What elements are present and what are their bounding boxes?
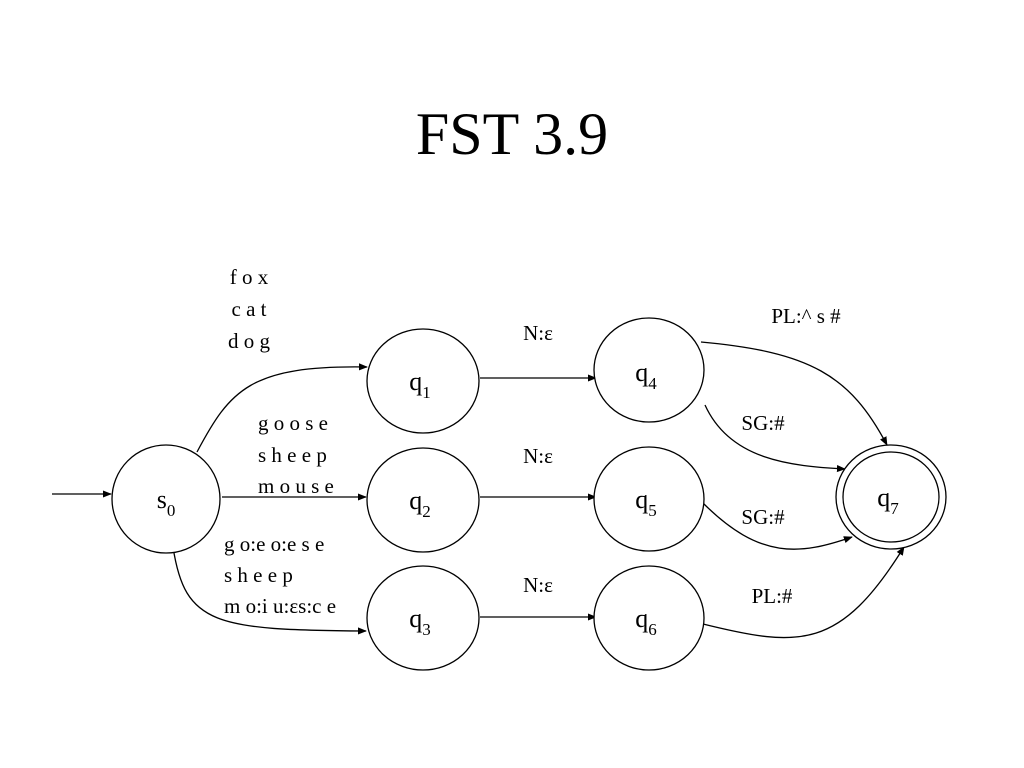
label-s0-q3: g o:e o:e s e s h e e p m o:i u:εs:c e bbox=[224, 532, 336, 618]
state-q6-sub: 6 bbox=[648, 620, 657, 639]
state-q7-sub: 7 bbox=[890, 499, 899, 518]
label-q4-q7-sg: SG:# bbox=[741, 411, 785, 435]
label-s0-q2-line: s h e e p bbox=[258, 443, 327, 467]
state-s0: s0 bbox=[111, 444, 221, 554]
state-q6-base: q bbox=[635, 604, 648, 633]
label-s0-q2-line: g o o s e bbox=[258, 411, 328, 435]
state-q1-base: q bbox=[409, 367, 422, 396]
state-q5: q5 bbox=[593, 446, 705, 552]
edge-s0-q1 bbox=[196, 363, 368, 453]
state-q4: q4 bbox=[593, 317, 705, 423]
state-q3: q3 bbox=[366, 565, 480, 671]
label-s0-q2-line: m o u s e bbox=[258, 474, 334, 498]
state-q5-sub: 5 bbox=[648, 501, 657, 520]
edge-s0-q3 bbox=[172, 546, 367, 635]
label-s0-q3-line: s h e e p bbox=[224, 563, 293, 587]
svg-text:q3: q3 bbox=[409, 604, 431, 639]
label-s0-q3-line: g o:e o:e s e bbox=[224, 532, 324, 556]
state-q7-final: q7 bbox=[835, 444, 947, 550]
state-q7-base: q bbox=[877, 483, 890, 512]
label-s0-q3-line: m o:i u:εs:c e bbox=[224, 594, 336, 618]
state-q1-sub: 1 bbox=[422, 383, 431, 402]
edge-q4-q7-pl bbox=[700, 341, 888, 446]
svg-text:q1: q1 bbox=[409, 367, 431, 402]
label-q4-q7-pl: PL:^ s # bbox=[771, 304, 841, 328]
label-s0-q1-line: f o x bbox=[230, 265, 269, 289]
label-s0-q1-line: c a t bbox=[232, 297, 267, 321]
state-q3-sub: 3 bbox=[422, 620, 431, 639]
svg-text:s0: s0 bbox=[157, 485, 176, 520]
state-q1: q1 bbox=[366, 328, 480, 434]
state-q3-base: q bbox=[409, 604, 422, 633]
label-s0-q1-line: d o g bbox=[228, 329, 271, 353]
label-q2-q5: N:ε bbox=[523, 444, 553, 468]
state-q6: q6 bbox=[593, 565, 705, 671]
svg-text:q6: q6 bbox=[635, 604, 657, 639]
svg-text:q5: q5 bbox=[635, 485, 657, 520]
state-q2: q2 bbox=[366, 447, 480, 553]
state-q2-base: q bbox=[409, 486, 422, 515]
state-q4-base: q bbox=[635, 358, 648, 387]
label-s0-q2: g o o s e s h e e p m o u s e bbox=[258, 411, 334, 498]
edge-q6-q7-pl bbox=[702, 546, 905, 639]
label-q5-q7-sg: SG:# bbox=[741, 505, 785, 529]
state-s0-base: s bbox=[157, 485, 167, 514]
svg-text:q7: q7 bbox=[877, 483, 899, 518]
svg-text:q4: q4 bbox=[635, 358, 657, 393]
slide-title: FST 3.9 bbox=[415, 101, 609, 167]
label-q1-q4: N:ε bbox=[523, 321, 553, 345]
label-s0-q1: f o x c a t d o g bbox=[228, 265, 271, 353]
svg-text:q2: q2 bbox=[409, 486, 431, 521]
edge-q5-q7-sg bbox=[702, 502, 853, 550]
state-q5-base: q bbox=[635, 485, 648, 514]
label-q3-q6: N:ε bbox=[523, 573, 553, 597]
edge-q4-q7-sg bbox=[704, 404, 846, 473]
state-s0-sub: 0 bbox=[167, 501, 176, 520]
label-q6-q7-pl: PL:# bbox=[752, 584, 793, 608]
state-q2-sub: 2 bbox=[422, 502, 431, 521]
state-q4-sub: 4 bbox=[648, 374, 657, 393]
